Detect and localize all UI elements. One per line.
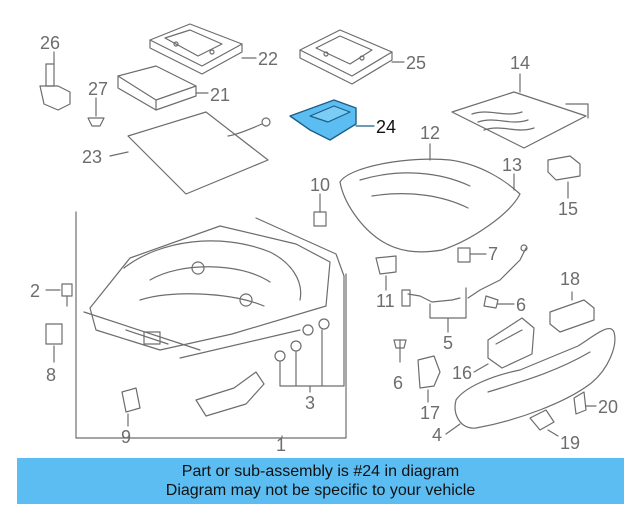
parts-diagram bbox=[39, 23, 616, 439]
callout-27: 27 bbox=[88, 79, 109, 99]
callout-14: 14 bbox=[510, 53, 531, 73]
callout-4: 4 bbox=[432, 425, 443, 445]
callout-20: 20 bbox=[598, 397, 619, 417]
part-26-bracket bbox=[39, 51, 71, 111]
callout-11: 11 bbox=[376, 291, 395, 311]
part-seat-motor bbox=[125, 329, 169, 345]
part-17-switch bbox=[417, 355, 441, 403]
part-1-seat-frame bbox=[75, 211, 347, 439]
part-10-clip bbox=[313, 193, 327, 227]
part-14-heater-mat bbox=[451, 73, 589, 149]
callout-19: 19 bbox=[560, 433, 581, 453]
part-22-frame bbox=[149, 23, 257, 75]
callout-26: 26 bbox=[40, 33, 61, 53]
callout-1: 1 bbox=[276, 435, 287, 455]
callout-7: 7 bbox=[488, 244, 499, 264]
part-6-screw bbox=[393, 295, 515, 363]
part-23-pad bbox=[109, 111, 271, 195]
callout-5: 5 bbox=[443, 333, 454, 353]
callout-13: 13 bbox=[502, 155, 523, 175]
part-3-fasteners bbox=[274, 275, 345, 393]
part-21-module bbox=[117, 65, 209, 111]
callout-22: 22 bbox=[258, 49, 279, 69]
part-15-connector bbox=[547, 155, 581, 199]
callout-21: 21 bbox=[210, 85, 231, 105]
banner-line-2: Diagram may not be specific to your vehi… bbox=[165, 482, 476, 499]
callout-2: 2 bbox=[30, 281, 41, 301]
callout-6-lower: 6 bbox=[393, 373, 404, 393]
part-11-connector bbox=[375, 255, 397, 291]
callout-18: 18 bbox=[560, 269, 581, 289]
part-12-13-cushion bbox=[339, 143, 521, 253]
part-16-motor bbox=[473, 317, 535, 373]
callout-9: 9 bbox=[121, 427, 132, 447]
callout-8: 8 bbox=[46, 365, 57, 385]
part-7-clip bbox=[457, 247, 487, 263]
part-25-frame bbox=[299, 29, 405, 85]
info-banner: Part or sub-assembly is #24 in diagram D… bbox=[17, 458, 624, 504]
callout-16: 16 bbox=[452, 363, 473, 383]
part-9-bracket bbox=[121, 371, 265, 427]
callout-23: 23 bbox=[82, 147, 103, 167]
part-8-clip bbox=[45, 323, 63, 363]
callout-10: 10 bbox=[310, 175, 331, 195]
callout-17: 17 bbox=[420, 403, 441, 423]
part-24-control-module bbox=[289, 99, 375, 141]
part-27-clip bbox=[87, 97, 105, 127]
callout-25: 25 bbox=[406, 53, 427, 73]
part-19-knob bbox=[529, 409, 559, 437]
part-20-knob bbox=[573, 391, 597, 415]
part-2-bolt bbox=[45, 283, 73, 307]
part-5-harness bbox=[401, 244, 528, 333]
callout-24: 24 bbox=[376, 117, 397, 137]
part-18-switch bbox=[549, 291, 595, 333]
callout-6-upper: 6 bbox=[516, 295, 527, 315]
callout-15: 15 bbox=[558, 199, 579, 219]
callout-12: 12 bbox=[420, 123, 441, 143]
banner-line-1: Part or sub-assembly is #24 in diagram bbox=[181, 463, 460, 480]
callout-3: 3 bbox=[305, 393, 316, 413]
part-4-side-trim bbox=[445, 327, 616, 435]
